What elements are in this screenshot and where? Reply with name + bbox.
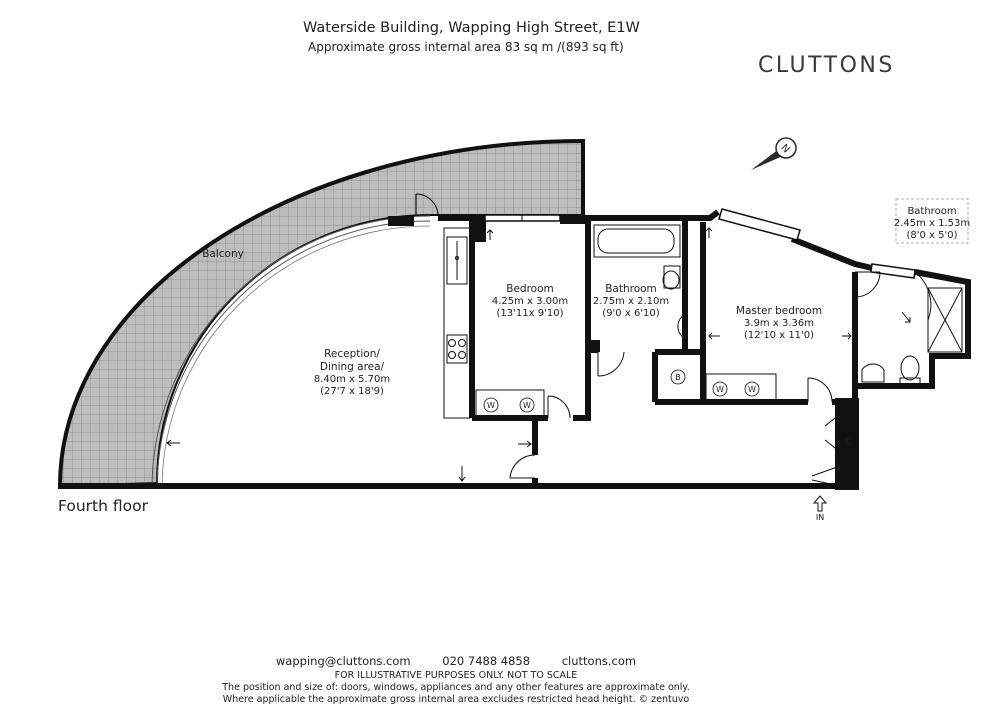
bedroom-name: Bedroom xyxy=(506,283,554,295)
wardrobe-label: W xyxy=(487,401,495,410)
reception-metric: 8.40m x 5.70m xyxy=(314,374,390,385)
bedroom-imperial: (13'11x 9'10) xyxy=(497,308,564,319)
bathroom2-callout: Bathroom 2.45m x 1.53m (8'0 x 5'0) xyxy=(894,198,970,244)
wall-pier xyxy=(388,216,414,226)
reception-name-line1: Reception/ xyxy=(324,348,380,360)
compass-icon: N xyxy=(751,137,797,170)
master-bedroom-imperial: (12'10 x 11'0) xyxy=(744,330,814,341)
walls xyxy=(58,209,971,489)
bathroom2-imperial: (8'0 x 5'0) xyxy=(906,230,957,241)
door-swings xyxy=(509,271,932,487)
plan-title: Waterside Building, Wapping High Street,… xyxy=(303,20,640,36)
wardrobe-marks xyxy=(483,369,856,449)
bathroom-metric: 2.75m x 2.10m xyxy=(593,296,669,307)
wardrobe-label: W xyxy=(716,385,724,394)
bathroom-name: Bathroom xyxy=(605,283,657,295)
boiler-label: B xyxy=(675,373,681,382)
balcony-door xyxy=(415,193,439,217)
disclaimer-line: The position and size of: doors, windows… xyxy=(222,682,690,693)
balcony-label: Balcony xyxy=(202,248,244,260)
wardrobe-label: W xyxy=(748,385,756,394)
reception-imperial: (27'7 x 18'9) xyxy=(320,386,384,397)
bathroom2-name: Bathroom xyxy=(907,206,956,217)
reception-name-line2: Dining area/ xyxy=(320,361,385,373)
kitchen-units xyxy=(443,227,471,419)
master-bedroom-name: Master bedroom xyxy=(736,305,822,317)
bathroom-imperial: (9'0 x 6'10) xyxy=(602,308,659,319)
entrance-label: IN xyxy=(816,513,824,522)
balcony-edge xyxy=(58,138,585,487)
contact-row: wapping@cluttons.com 020 7488 4858 clutt… xyxy=(0,655,912,667)
master-bedroom-metric: 3.9m x 3.36m xyxy=(744,318,814,329)
curved-glazing xyxy=(151,215,431,487)
disclaimer-line: Where applicable the approximate gross i… xyxy=(222,694,690,705)
brand-logo: CLUTTONS xyxy=(758,53,895,78)
bedroom-metric: 4.25m x 3.00m xyxy=(492,296,568,307)
door-arrows xyxy=(166,227,911,482)
cupboard-label: C xyxy=(845,437,851,446)
footer: wapping@cluttons.com 020 7488 4858 clutt… xyxy=(0,655,912,706)
bathroom-fixtures xyxy=(593,224,686,339)
wardrobe-label: W xyxy=(523,401,531,410)
phone-number[interactable]: 020 7488 4858 xyxy=(442,654,531,668)
entrance-arrow xyxy=(812,495,828,512)
website-link[interactable]: cluttons.com xyxy=(561,654,637,668)
bathroom2-fixtures xyxy=(861,287,963,385)
wardrobes xyxy=(475,373,777,417)
disclaimer-line: FOR ILLUSTRATIVE PURPOSES ONLY. NOT TO S… xyxy=(334,670,578,681)
bathroom2-metric: 2.45m x 1.53m xyxy=(894,218,970,229)
email-link[interactable]: wapping@cluttons.com xyxy=(275,654,411,668)
area-subtitle: Approximate gross internal area 83 sq m … xyxy=(308,40,624,54)
floor-label: Fourth floor xyxy=(58,497,148,515)
